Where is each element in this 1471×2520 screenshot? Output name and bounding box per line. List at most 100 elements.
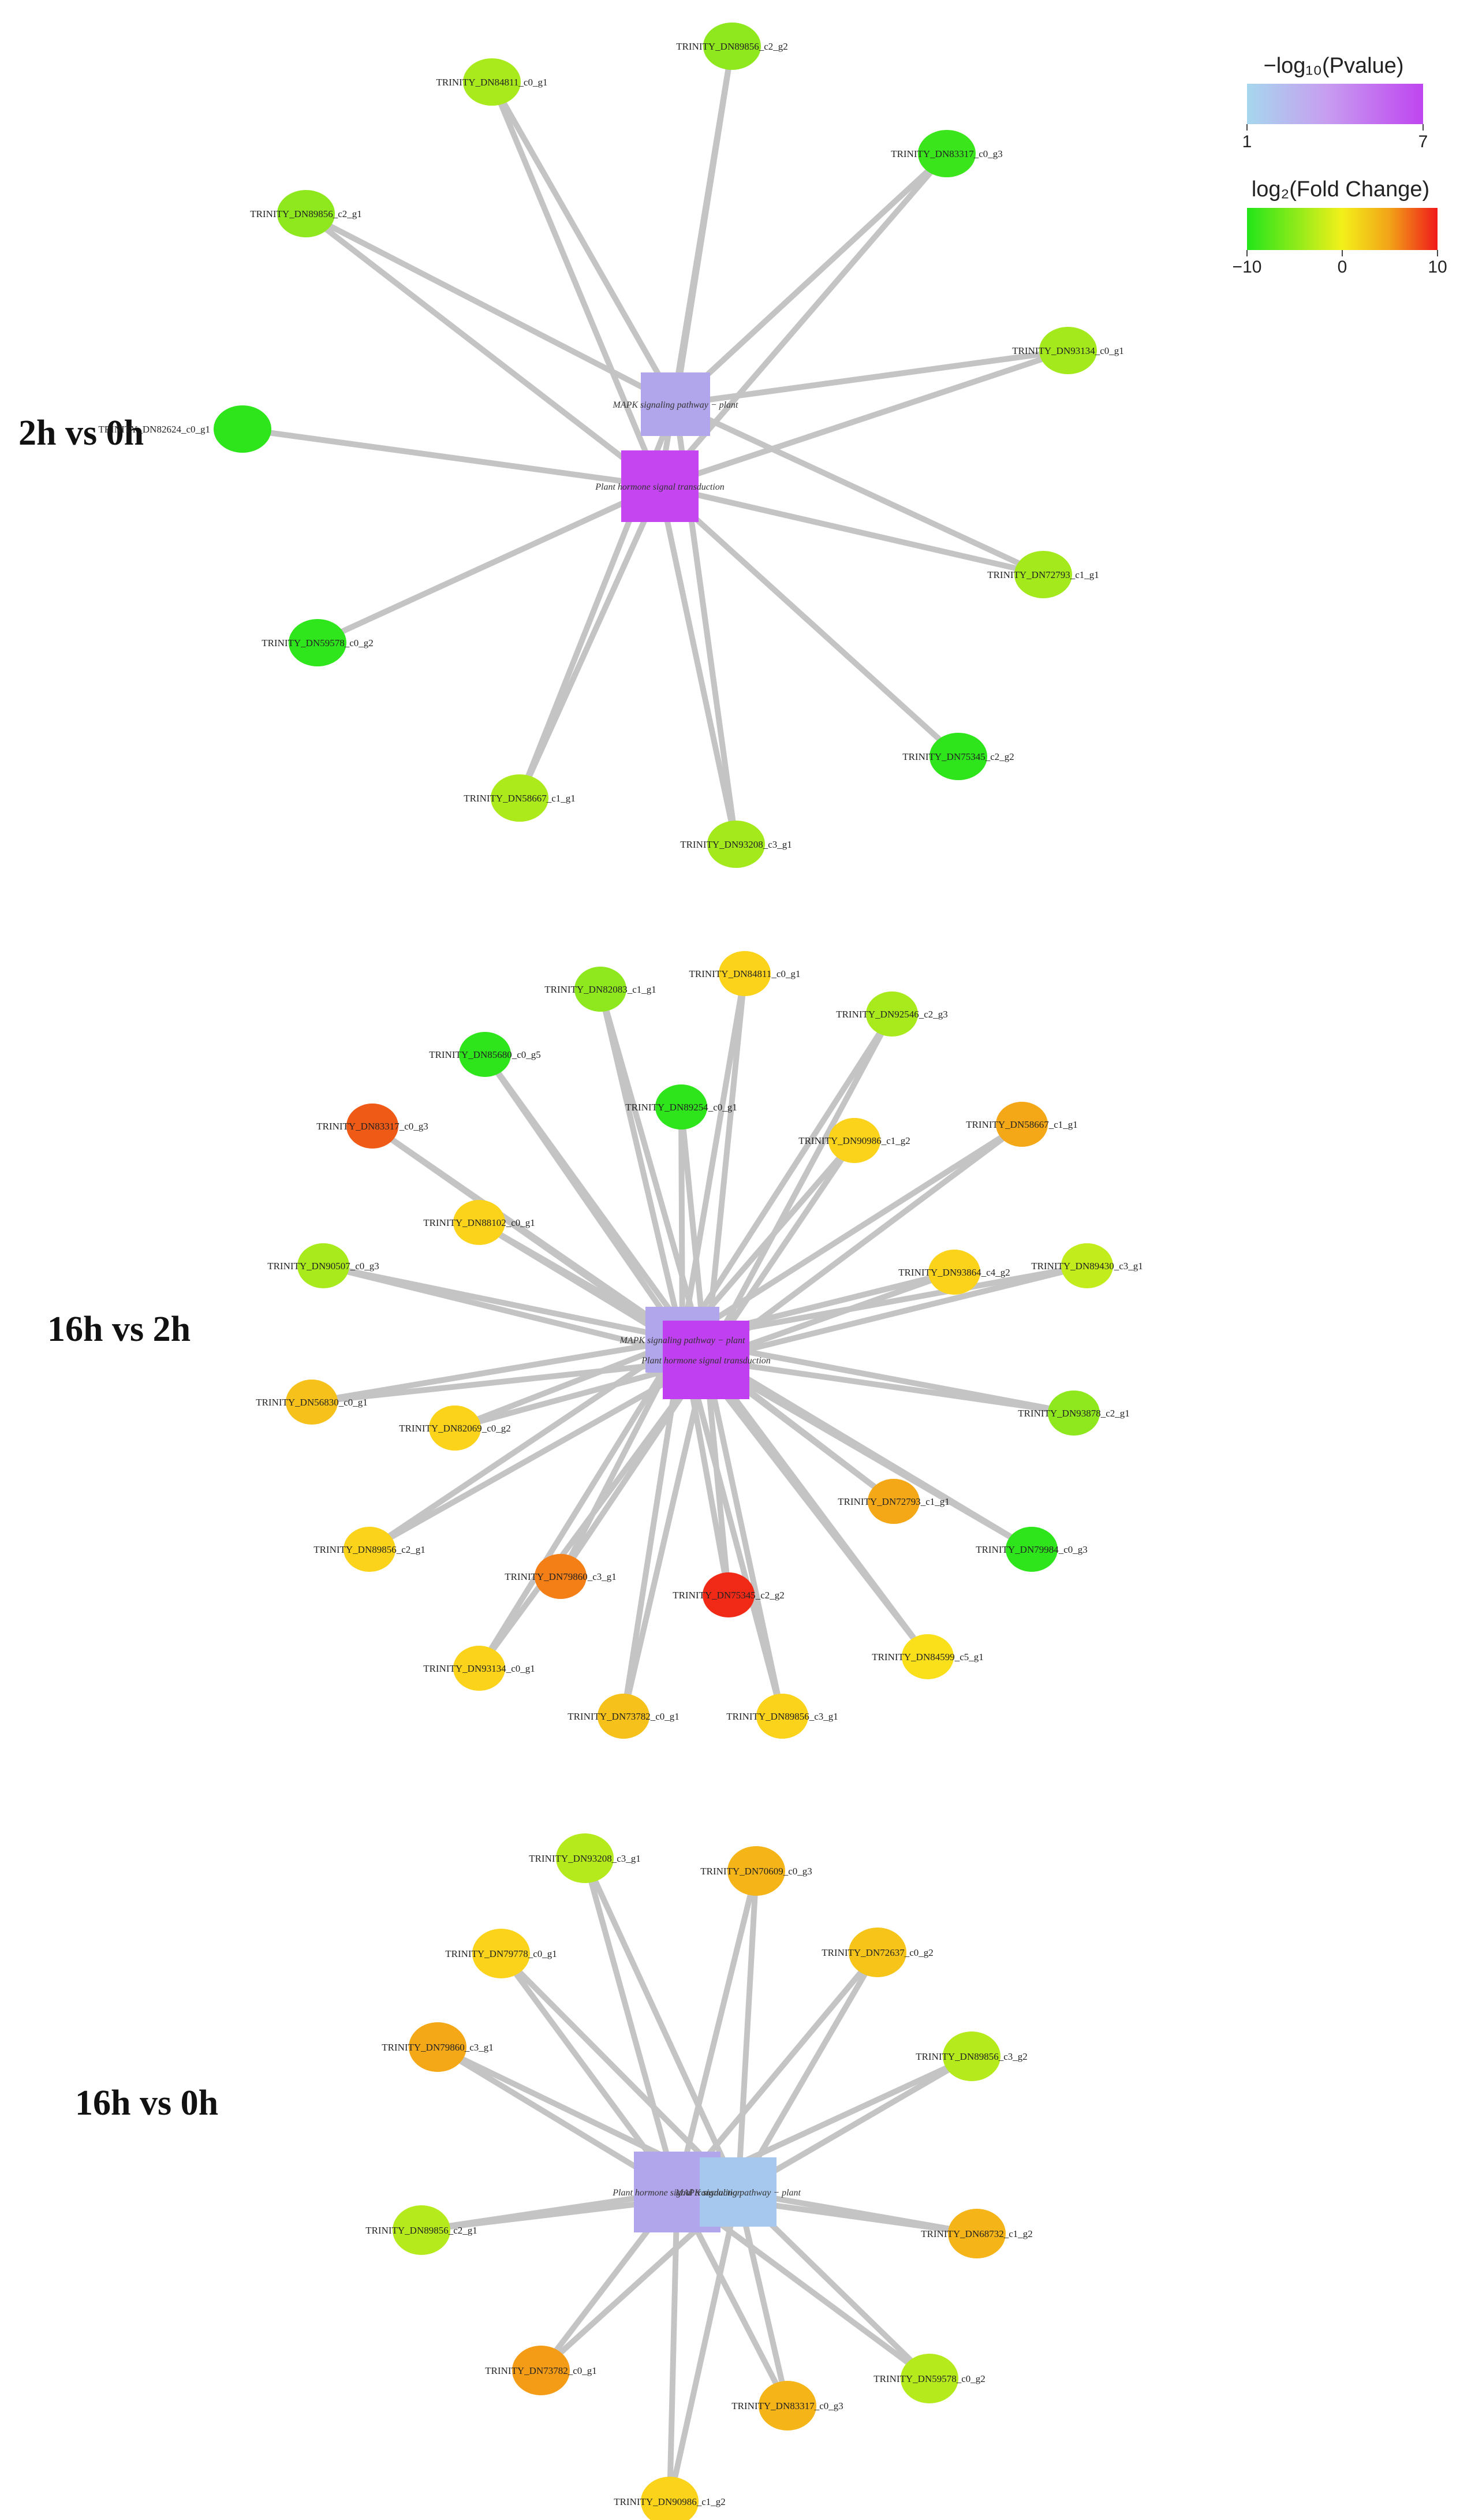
network-edge	[309, 1337, 685, 1405]
gene-label: TRINITY_DN89856_c3_g2	[916, 2051, 1028, 2062]
network-edge	[657, 483, 1046, 577]
panel-label-16h-vs-0h: 16h vs 0h	[75, 2083, 218, 2123]
pathway-node-mapk	[641, 372, 710, 436]
gene-node	[214, 405, 271, 453]
gene-label: TRINITY_DN79984_c0_g3	[976, 1544, 1088, 1555]
gene-label: TRINITY_DN72793_c1_g1	[987, 569, 1099, 580]
network-edge	[667, 2189, 741, 2504]
gene-label: TRINITY_DN72793_c1_g1	[838, 1496, 950, 1507]
network-edge	[673, 401, 1046, 577]
gene-nodes: TRINITY_DN93208_c3_g1TRINITY_DN70609_c0_…	[365, 1833, 1033, 2520]
network-edge	[703, 1357, 785, 1719]
pathway-label-mapk: MAPK signaling pathway − plant	[619, 1336, 745, 1345]
network-edge	[680, 1337, 785, 1719]
pathway-node-plant-hormone	[621, 450, 699, 522]
gene-label: TRINITY_DN58667_c1_g1	[464, 793, 576, 804]
pvalue-legend-title: −log₁₀(Pvalue)	[1264, 54, 1404, 78]
pvalue-colorbar	[1247, 84, 1423, 124]
gene-label: TRINITY_DN70609_c0_g3	[700, 1866, 812, 1877]
gene-node	[868, 1479, 920, 1524]
gene-node	[703, 1572, 755, 1617]
gene-label: TRINITY_DN82083_c1_g1	[544, 984, 656, 995]
gene-node	[996, 1102, 1048, 1147]
gene-node	[346, 1104, 398, 1149]
network-edge	[680, 971, 748, 1343]
network-edge	[657, 483, 739, 847]
gene-node	[928, 1250, 980, 1295]
gene-label: TRINITY_DN93134_c0_g1	[423, 1663, 535, 1674]
gene-node	[759, 2381, 816, 2430]
gene-node	[472, 1929, 530, 1978]
network-edge	[452, 1337, 685, 1431]
network-edge	[517, 483, 663, 801]
fold-change-legend-max: 10	[1428, 258, 1447, 277]
gene-label: TRINITY_DN89856_c3_g1	[726, 1711, 838, 1722]
gene-node	[1039, 327, 1097, 374]
gene-node	[297, 1243, 349, 1288]
gene-node	[828, 1118, 880, 1163]
panel-label-16h-vs-2h: 16h vs 2h	[47, 1310, 191, 1349]
gene-label: TRINITY_DN79860_c3_g1	[382, 2042, 494, 2053]
gene-node	[655, 1084, 707, 1129]
gene-node	[929, 733, 987, 780]
gene-node	[574, 967, 626, 1012]
gene-node	[902, 1634, 954, 1679]
gene-label: TRINITY_DN84599_c5_g1	[872, 1652, 984, 1662]
gene-label: TRINITY_DN79860_c3_g1	[505, 1571, 617, 1582]
pvalue-legend-max: 7	[1418, 132, 1428, 151]
gene-label: TRINITY_DN93864_c4_g2	[898, 1267, 1010, 1278]
gene-node	[1014, 551, 1072, 598]
gene-node	[463, 58, 521, 106]
gene-label: TRINITY_DN89856_c2_g1	[250, 208, 362, 219]
gene-label: TRINITY_DN58667_c1_g1	[966, 1119, 1078, 1130]
pathway-label-plant-hormone: Plant hormone signal transduction	[641, 1356, 771, 1366]
gene-node	[512, 2346, 570, 2395]
network-edge	[703, 1357, 931, 1660]
network-edge	[621, 1337, 685, 1719]
gene-label: TRINITY_DN90986_c1_g2	[798, 1135, 910, 1146]
network-edge	[476, 1337, 685, 1671]
gene-node	[901, 2354, 958, 2403]
network-edge	[476, 1357, 709, 1671]
pathway-node-plant-hormone	[663, 1321, 749, 1399]
gene-node	[289, 619, 346, 666]
gene-label: TRINITY_DN93134_c0_g1	[1012, 345, 1124, 356]
gene-label: TRINITY_DN68732_c1_g2	[921, 2228, 1033, 2239]
gene-label: TRINITY_DN85680_c0_g5	[429, 1049, 541, 1060]
gene-label: TRINITY_DN89856_c2_g1	[313, 1544, 425, 1555]
gene-label: TRINITY_DN93208_c3_g1	[529, 1853, 641, 1864]
network-edge	[657, 348, 1071, 489]
gene-label: TRINITY_DN90986_c1_g2	[614, 2496, 726, 2507]
gene-node	[918, 130, 976, 177]
network-edge	[667, 2189, 680, 2504]
fold-change-legend-mid: 0	[1338, 258, 1347, 277]
network-edge	[735, 2189, 790, 2409]
network-edge	[680, 1011, 895, 1343]
network-edge	[367, 1337, 685, 1552]
gene-node	[1006, 1527, 1058, 1572]
gene-node	[849, 1928, 906, 1977]
network-edge	[735, 2053, 975, 2195]
gene-label: TRINITY_DN93208_c3_g1	[680, 839, 792, 850]
gene-label: TRINITY_DN59578_c0_g2	[262, 638, 374, 648]
network-edge	[489, 79, 678, 407]
pvalue-legend-min: 1	[1242, 132, 1252, 151]
gene-node	[1048, 1391, 1100, 1436]
gene-node	[703, 23, 761, 70]
network-edge	[315, 483, 663, 646]
network-edge	[582, 1855, 741, 2195]
gene-node	[727, 1846, 785, 1896]
gene-label: TRINITY_DN84811_c0_g1	[436, 77, 548, 88]
gene-label: TRINITY_DN83317_c0_g3	[316, 1121, 428, 1132]
gene-label: TRINITY_DN89254_c0_g1	[625, 1102, 737, 1113]
gene-node	[641, 2477, 699, 2520]
network-edge	[703, 1263, 1090, 1363]
fold-change-colorbar	[1247, 208, 1438, 250]
gene-label: TRINITY_DN75345_c2_g2	[902, 751, 1014, 762]
network-edge	[582, 1855, 680, 2195]
